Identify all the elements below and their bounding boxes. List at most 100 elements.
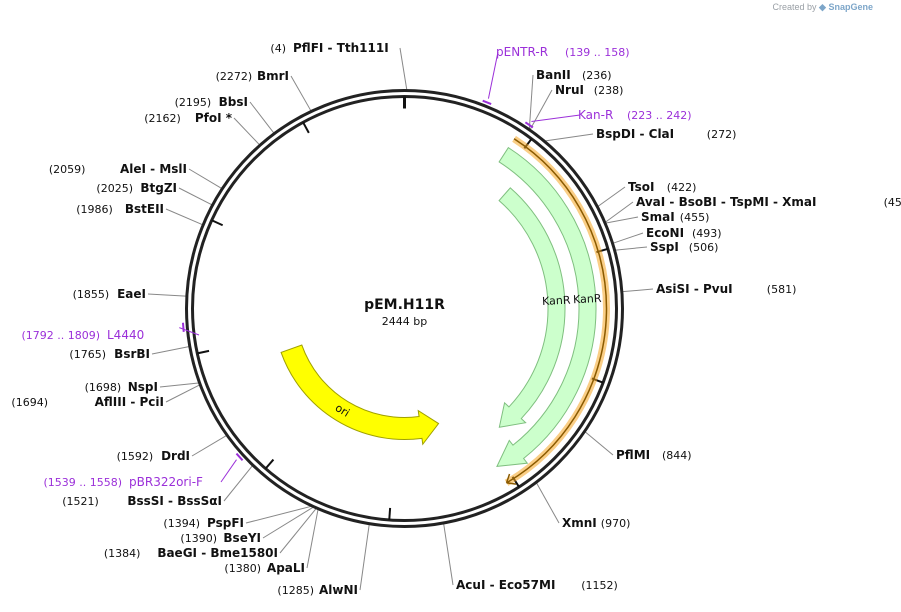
- site-position: (2195): [175, 96, 212, 109]
- plasmid-name: pEM.H11R: [364, 297, 445, 313]
- site-position: (1592): [117, 450, 154, 463]
- credit: Created by ◆ SnapGene: [773, 2, 874, 13]
- primer-leader: [531, 114, 581, 123]
- primer-range: (139 .. 158): [565, 46, 630, 59]
- site-name: BbsI: [219, 95, 248, 109]
- leader-line: [262, 506, 314, 539]
- site-position: (1152): [581, 579, 618, 592]
- credit-brand: SnapGene: [828, 2, 873, 12]
- site-name: BstEII: [125, 202, 164, 216]
- snapgene-logo-icon: ◆: [819, 2, 826, 12]
- site-name: BaeGI - Bme1580I: [157, 546, 278, 560]
- site-name: PflFI - Tth111I: [293, 41, 389, 55]
- site-position: (453): [884, 196, 901, 209]
- site-name: TsoI: [628, 180, 654, 194]
- site-position: (4): [270, 42, 286, 55]
- plasmid-size: 2444 bp: [382, 315, 427, 328]
- site-name: AflIII - PciI: [95, 395, 164, 409]
- primer-leader: [179, 327, 200, 336]
- site-labels: (4)PflFI - Tth111IBanII(236)NruI(238)Bsp…: [11, 41, 901, 597]
- leader-line: [536, 482, 560, 524]
- site-position: (1694): [11, 396, 48, 409]
- leader-line: [147, 293, 186, 297]
- leader-line: [233, 117, 260, 145]
- site-position: (1394): [163, 517, 200, 530]
- leader-line: [188, 168, 222, 189]
- tick-mark: [264, 458, 275, 470]
- primer-range: (1792 .. 1809): [21, 329, 100, 342]
- leader-line: [165, 208, 203, 226]
- site-position: (1285): [277, 584, 314, 597]
- leader-line: [615, 246, 648, 251]
- leader-line: [613, 232, 644, 244]
- site-position: (1855): [73, 288, 110, 301]
- site-position: (455): [680, 211, 710, 224]
- site-name: PspFI: [207, 516, 244, 530]
- feature-highlight-line: [506, 138, 608, 484]
- site-position: (970): [601, 517, 631, 530]
- label-leader-lines: [147, 47, 654, 591]
- leader-line: [443, 523, 454, 586]
- leader-line: [528, 74, 534, 129]
- tick-mark: [302, 121, 310, 134]
- feature-label: ori: [333, 401, 352, 420]
- primer-range: (223 .. 242): [627, 109, 692, 122]
- leader-line: [306, 509, 319, 569]
- site-name: SmaI: [641, 210, 675, 224]
- feature-label: KanR: [573, 292, 602, 306]
- primer-mark: [524, 121, 534, 129]
- leader-line: [245, 505, 311, 524]
- leader-line: [622, 288, 654, 293]
- site-name: PflMI: [616, 448, 650, 462]
- site-name: XmnI: [562, 516, 597, 530]
- site-name: EcoNI: [646, 226, 684, 240]
- leader-line: [178, 187, 212, 206]
- site-position: (236): [582, 69, 612, 82]
- leader-line: [165, 384, 200, 403]
- site-position: (1765): [69, 348, 106, 361]
- leader-line: [151, 346, 189, 355]
- leader-line: [399, 47, 408, 90]
- primer-leader: [220, 459, 237, 483]
- leader-line: [605, 201, 634, 223]
- leader-line: [606, 216, 639, 224]
- site-name: SspI: [650, 240, 679, 254]
- leader-line: [279, 508, 317, 554]
- site-name: DrdI: [161, 449, 190, 463]
- site-name: NspI: [128, 380, 158, 394]
- site-position: (2059): [49, 163, 86, 176]
- site-position: (506): [689, 241, 719, 254]
- site-position: (493): [692, 227, 722, 240]
- leader-line: [529, 89, 553, 130]
- leader-line: [223, 465, 253, 502]
- site-position: (1380): [224, 562, 261, 575]
- site-position: (1384): [104, 547, 141, 560]
- primer-name: L4440: [107, 328, 144, 342]
- site-name: ApaLI: [267, 561, 305, 575]
- tick-mark: [197, 349, 210, 355]
- leader-line: [359, 524, 370, 591]
- leader-line: [249, 101, 275, 134]
- primer-mark: [482, 99, 492, 106]
- site-name: BmrI: [257, 69, 289, 83]
- site-name: BspDI - ClaI: [596, 127, 674, 141]
- feature-arrow-kanr: [496, 146, 597, 468]
- site-position: (844): [662, 449, 692, 462]
- leader-line: [597, 186, 626, 207]
- feature-arrow-kanr: [498, 187, 566, 428]
- leader-line: [191, 435, 227, 457]
- primer-mark: [181, 322, 185, 332]
- tick-mark: [211, 219, 224, 227]
- primer-name: pBR322ori-F: [129, 475, 203, 489]
- leader-line: [159, 382, 199, 388]
- site-name: AlwNI: [319, 583, 358, 597]
- feature-highlight-arrow: [505, 473, 517, 485]
- backbone-outer-ring: [185, 89, 624, 528]
- site-position: (1390): [180, 532, 217, 545]
- leader-line: [290, 75, 312, 111]
- site-position: (2025): [96, 182, 133, 195]
- primer-range: (1539 .. 1558): [43, 476, 122, 489]
- primer-leader: [487, 51, 499, 99]
- site-position: (272): [707, 128, 737, 141]
